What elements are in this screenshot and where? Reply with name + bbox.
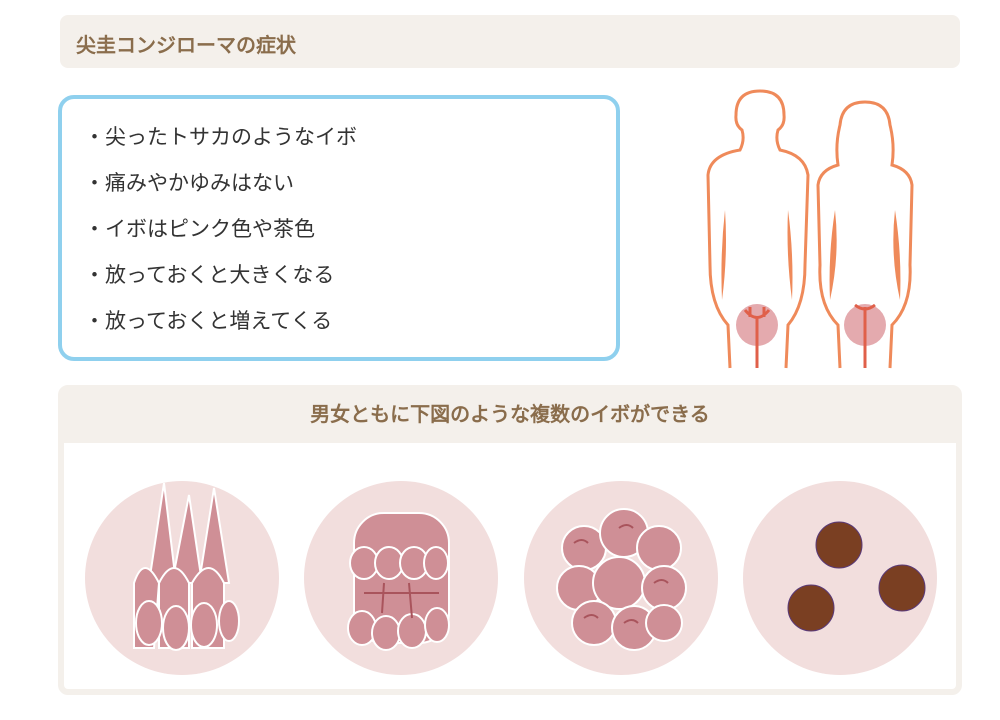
wart-types-heading: 男女ともに下図のような複数のイボができる <box>64 391 956 443</box>
symptom-item: ・イボはピンク色や茶色 <box>84 217 315 241</box>
wart-cauliflower-icon <box>304 481 498 675</box>
wart-clustered-icon <box>524 481 718 675</box>
symptom-item: ・放っておくと大きくなる <box>84 263 335 287</box>
symptoms-list: ・尖ったトサカのようなイボ ・痛みやかゆみはない ・イボはピンク色や茶色 ・放っ… <box>62 99 616 347</box>
wart-pointed-icon <box>85 481 279 675</box>
wart-types-panel: 男女ともに下図のような複数のイボができる <box>58 385 962 695</box>
symptom-item: ・痛みやかゆみはない <box>84 171 294 195</box>
wart-types-illustration <box>85 481 937 675</box>
title-bar: 尖圭コンジローマの症状 <box>60 15 960 68</box>
female-figure-icon <box>816 100 914 369</box>
body-figures-illustration <box>706 89 914 369</box>
page-title: 尖圭コンジローマの症状 <box>76 33 296 57</box>
symptom-item: ・放っておくと増えてくる <box>84 309 333 333</box>
symptoms-box: ・尖ったトサカのようなイボ ・痛みやかゆみはない ・イボはピンク色や茶色 ・放っ… <box>58 95 620 361</box>
wart-brown-icon <box>743 481 937 675</box>
male-figure-icon <box>706 89 810 369</box>
symptom-item: ・尖ったトサカのようなイボ <box>84 125 357 149</box>
